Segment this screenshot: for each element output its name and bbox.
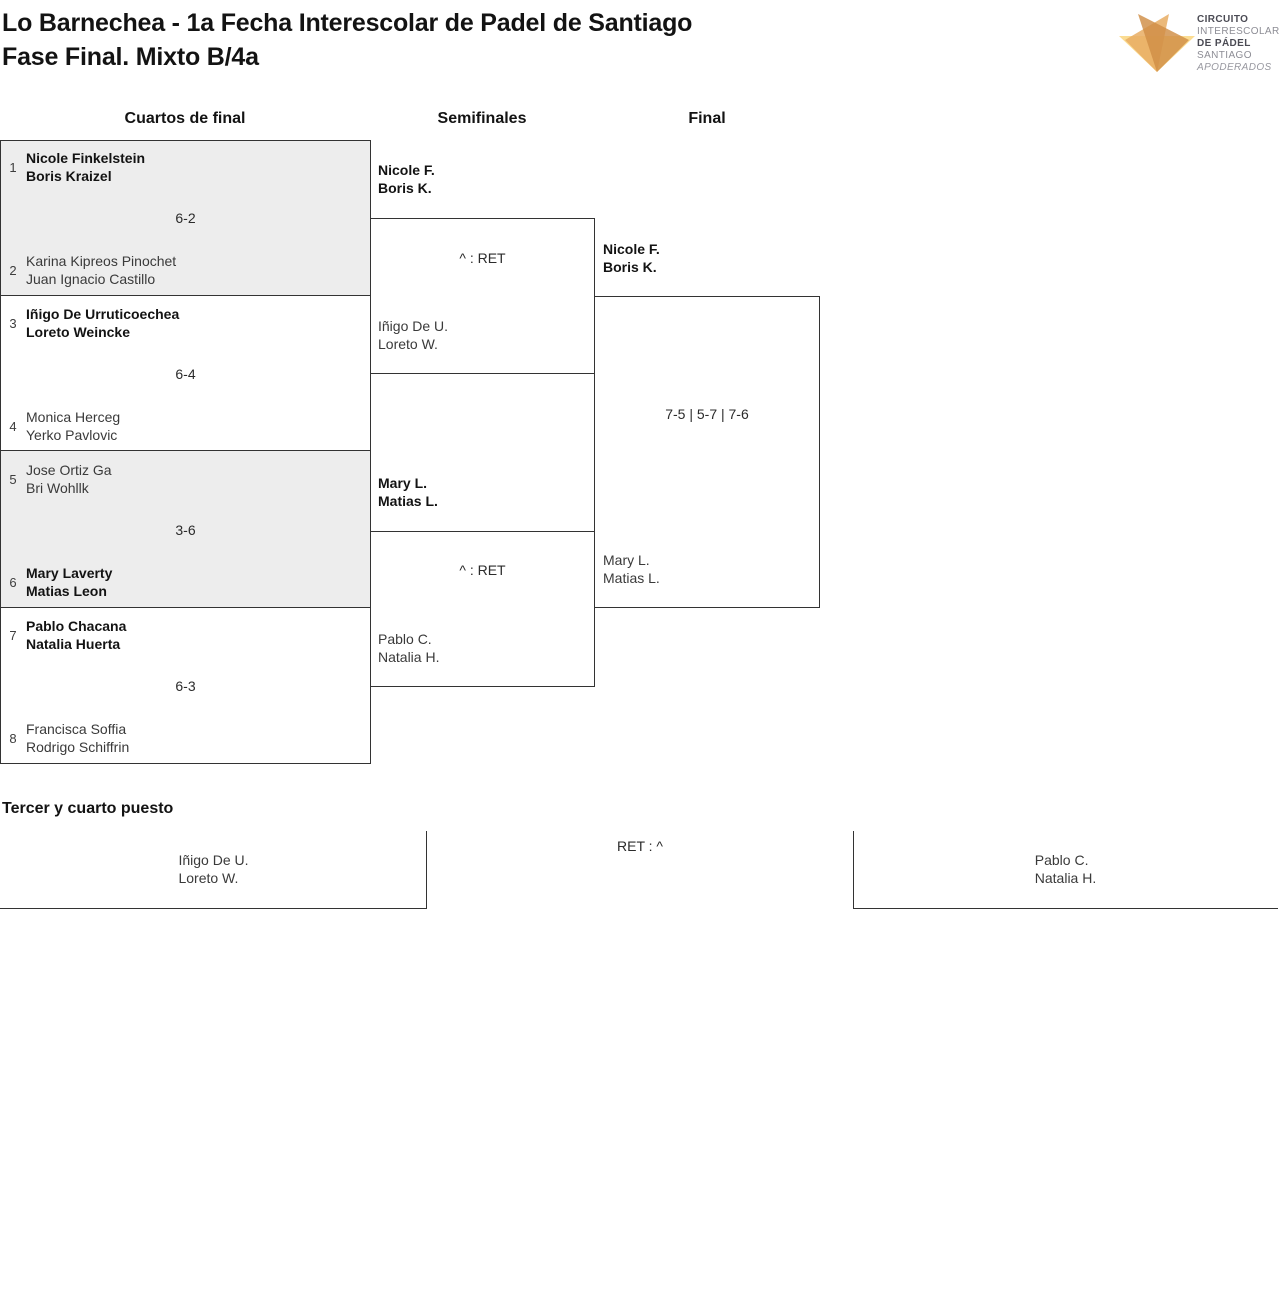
qf3-seed-bottom: 6 [9, 574, 17, 590]
player-name: Karina Kipreos Pinochet [26, 253, 177, 269]
qf1-bottom-team: 2 Karina Kipreos Pinochet Juan Ignacio C… [8, 252, 358, 288]
player-name: Loreto W. [178, 870, 239, 886]
third-place-left-box [0, 831, 427, 909]
qf3-top-team: 5 Jose Ortiz Ga Bri Wohllk [8, 461, 358, 497]
qf4-bottom-team: 8 Francisca Soffia Rodrigo Schiffrin [8, 720, 358, 756]
player-name: Mary L. [378, 475, 428, 491]
sf1-winner: Nicole F. Boris K. [378, 161, 435, 197]
logo: CIRCUITO INTERESCOLAR DE PÁDEL SANTIAGO … [1117, 10, 1280, 78]
sf1-loser: Iñigo De U. Loreto W. [378, 317, 448, 353]
qf-match-3-box [0, 450, 371, 608]
qf4-top-team: 7 Pablo Chacana Natalia Huerta [8, 617, 358, 653]
player-name: Rodrigo Schiffrin [26, 739, 130, 755]
sf2-score: ^ : RET [459, 562, 506, 578]
qf2-seed-top: 3 [9, 315, 17, 331]
final-box [594, 296, 820, 608]
round-header-cuartos: Cuartos de final [124, 110, 246, 127]
player-name: Mary Laverty [26, 565, 113, 581]
qf-match-1-box [0, 140, 371, 296]
logo-line-interescolar: INTERESCOLAR [1197, 26, 1280, 37]
player-name: Monica Herceg [26, 409, 121, 425]
page-title: Lo Barnechea - 1a Fecha Interescolar de … [2, 6, 692, 74]
qf2-bottom-team: 4 Monica Herceg Yerko Pavlovic [8, 408, 358, 444]
sf1-score: ^ : RET [459, 250, 506, 266]
final-score: 7-5 | 5-7 | 7-6 [665, 406, 749, 422]
qf-match-4-box [0, 607, 371, 764]
player-name: Boris K. [378, 180, 432, 196]
qf4-seed-top: 7 [9, 627, 17, 643]
third-place-left-team: Iñigo De U. Loreto W. [0, 851, 427, 887]
round-header-semifinales: Semifinales [437, 110, 527, 127]
player-name: Boris Kraizel [26, 168, 112, 184]
qf1-top-team: 1 Nicole Finkelstein Boris Kraizel [8, 149, 358, 185]
qf2-seed-bottom: 4 [9, 418, 17, 434]
player-name: Nicole Finkelstein [26, 150, 146, 166]
player-name: Francisca Soffia [26, 721, 127, 737]
player-name: Loreto Weincke [26, 324, 130, 340]
qf4-seed-bottom: 8 [9, 730, 17, 746]
sf2-winner: Mary L. Matias L. [378, 474, 438, 510]
logo-line-circuito: CIRCUITO [1197, 14, 1249, 25]
qf1-seed-bottom: 2 [9, 262, 17, 278]
player-name: Juan Ignacio Castillo [26, 271, 156, 287]
player-name: Natalia Huerta [26, 636, 121, 652]
logo-line-apoderados: APODERADOS [1197, 62, 1272, 73]
final-loser: Mary L. Matias L. [603, 551, 660, 587]
qf3-seed-top: 5 [9, 471, 17, 487]
page-title-line-1: Lo Barnechea - 1a Fecha Interescolar de … [2, 9, 693, 37]
qf4-score: 6-3 [175, 678, 196, 694]
player-name: Mary L. [603, 552, 650, 568]
qf3-bottom-team: 6 Mary Laverty Matias Leon [8, 564, 358, 600]
final-winner: Nicole F. Boris K. [603, 240, 660, 276]
third-place-heading: Tercer y cuarto puesto [2, 800, 174, 817]
player-name: Loreto W. [378, 336, 438, 352]
round-header-final: Final [688, 110, 726, 127]
player-name: Yerko Pavlovic [26, 427, 118, 443]
player-name: Matias L. [378, 493, 438, 509]
player-name: Jose Ortiz Ga [26, 462, 112, 478]
player-name: Bri Wohllk [26, 480, 89, 496]
qf2-top-team: 3 Iñigo De Urruticoechea Loreto Weincke [8, 305, 358, 341]
player-name: Natalia H. [1034, 870, 1097, 886]
sf-2-box [370, 531, 595, 687]
player-name: Matias Leon [26, 583, 107, 599]
third-place-right-box [853, 831, 1278, 909]
player-name: Pablo C. [378, 631, 432, 647]
sf2-loser: Pablo C. Natalia H. [378, 630, 439, 666]
qf1-score: 6-2 [175, 210, 196, 226]
page-title-line-2: Fase Final. Mixto B/4a [2, 43, 259, 71]
player-name: Nicole F. [378, 162, 435, 178]
qf2-score: 6-4 [175, 366, 196, 382]
player-name: Natalia H. [378, 649, 440, 665]
third-place-score: RET : ^ [617, 838, 663, 854]
logo-fox-icon [1119, 14, 1195, 72]
logo-wordmark: CIRCUITO INTERESCOLAR DE PÁDEL SANTIAGO … [1197, 14, 1280, 74]
player-name: Boris K. [603, 259, 657, 275]
player-name: Pablo Chacana [26, 618, 127, 634]
player-name: Nicole F. [603, 241, 660, 257]
qf3-score: 3-6 [175, 522, 196, 538]
third-place-right-team: Pablo C. Natalia H. [853, 851, 1278, 887]
player-name: Matias L. [603, 570, 660, 586]
player-name: Pablo C. [1034, 852, 1089, 868]
player-name: Iñigo De U. [378, 318, 449, 334]
player-name: Iñigo De Urruticoechea [26, 306, 180, 322]
player-name: Iñigo De U. [178, 852, 249, 868]
logo-line-de-padel: DE PÁDEL [1197, 38, 1251, 49]
qf1-seed-top: 1 [9, 159, 17, 175]
logo-line-santiago: SANTIAGO [1197, 50, 1252, 61]
